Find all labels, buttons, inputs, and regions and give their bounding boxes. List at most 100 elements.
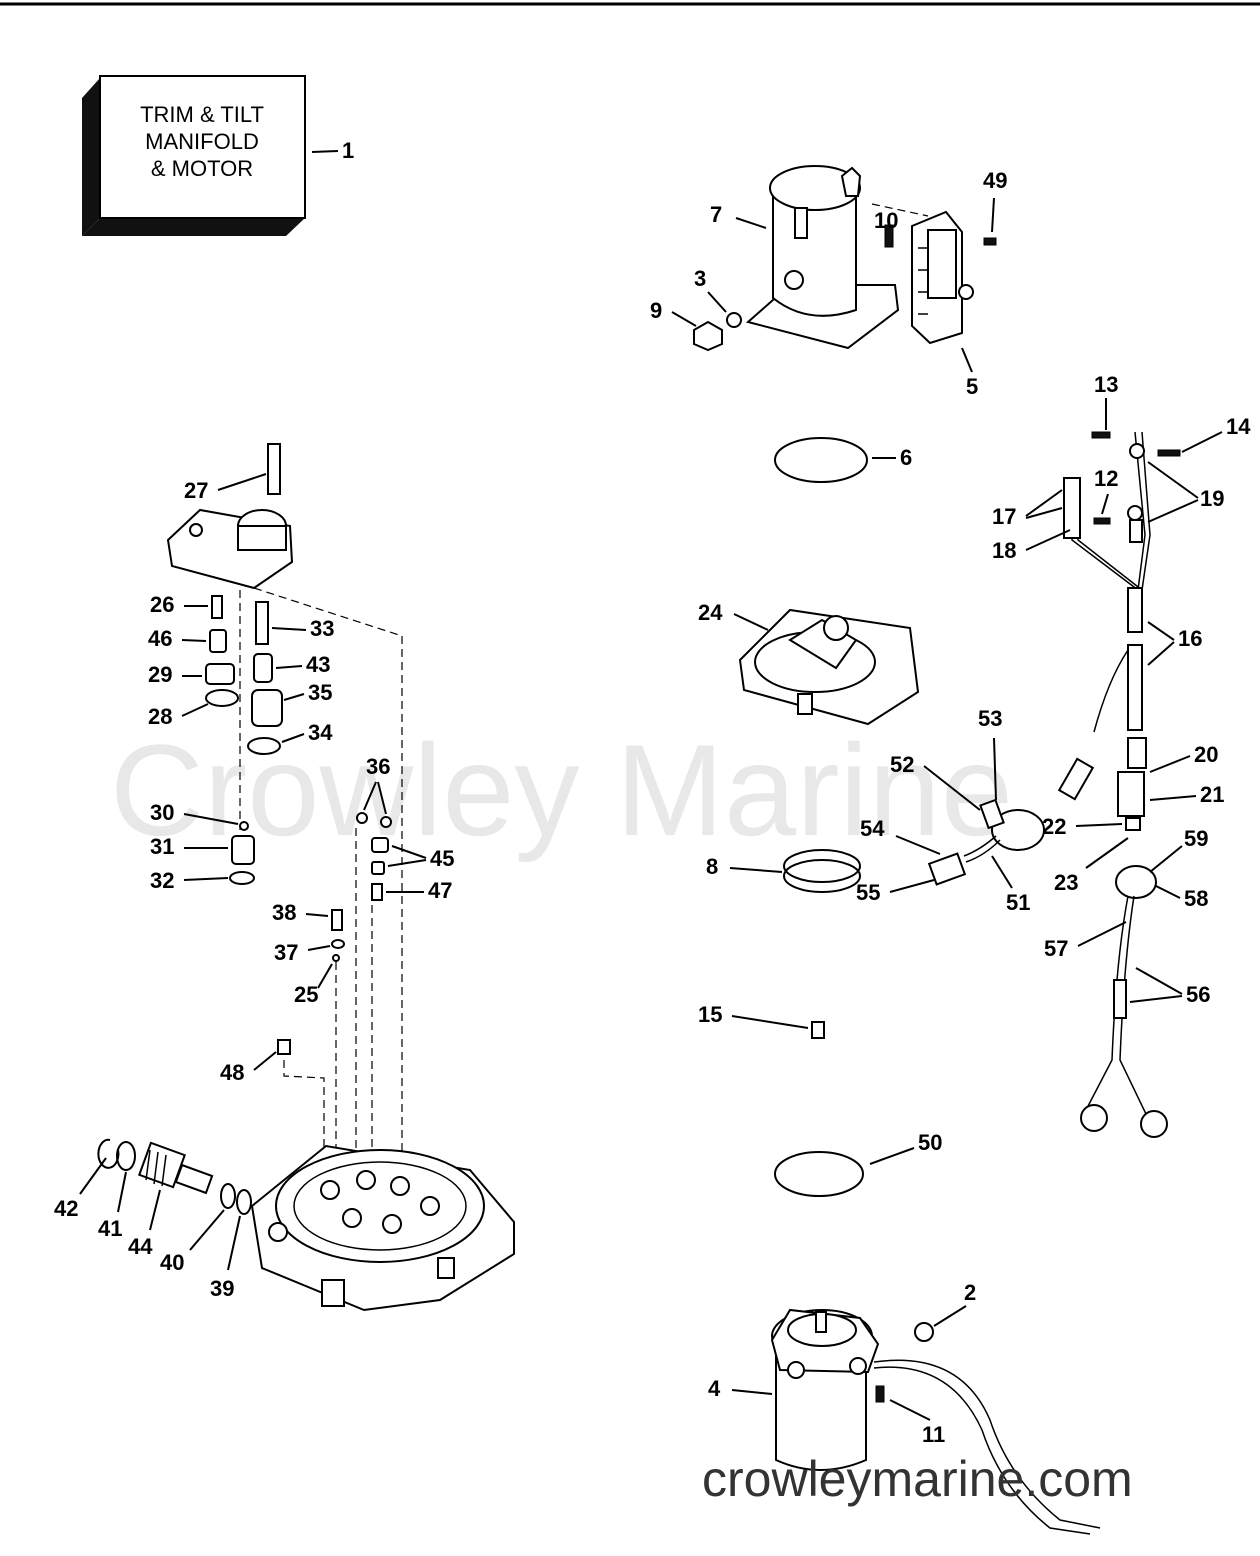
callout-20: 20 [1194, 742, 1218, 767]
kit-label-box: TRIM & TILT MANIFOLD & MOTOR [82, 75, 306, 236]
screw-13 [1091, 431, 1111, 439]
manifold-cover [166, 508, 294, 590]
callout-12: 12 [1094, 466, 1118, 491]
callout-49: 49 [983, 168, 1007, 193]
electric-motor [770, 1308, 1101, 1535]
screw-14 [1157, 449, 1181, 457]
callout-48: 48 [220, 1060, 244, 1085]
callout-40: 40 [160, 1250, 184, 1275]
callout-2: 2 [964, 1280, 976, 1305]
hose-clamp [783, 849, 861, 893]
kit-label-line-2: MANIFOLD [145, 129, 259, 154]
pin-15 [811, 1021, 825, 1039]
callout-17: 17 [992, 504, 1016, 529]
callout-35: 35 [308, 680, 332, 705]
motor-cover [745, 165, 900, 350]
o-ring-32 [229, 871, 255, 885]
callout-54: 54 [860, 816, 885, 841]
callout-6: 6 [900, 445, 912, 470]
callout-55: 55 [856, 880, 880, 905]
fitting-44 [137, 1141, 214, 1195]
callout-21: 21 [1200, 782, 1224, 807]
wire-harness [1057, 431, 1151, 831]
ball-36b [380, 816, 392, 828]
nut [693, 320, 723, 352]
spring-47 [371, 883, 383, 901]
callout-45: 45 [430, 846, 454, 871]
callout-32: 32 [150, 868, 174, 893]
seat-45a [371, 837, 389, 853]
callout-33: 33 [310, 616, 334, 641]
terminal-block [911, 210, 974, 345]
ball-25 [332, 954, 340, 962]
piston-43 [253, 653, 273, 683]
callout-28: 28 [148, 704, 172, 729]
callout-3: 3 [694, 266, 706, 291]
callout-11: 11 [922, 1422, 945, 1447]
o-ring-6 [774, 437, 868, 483]
plug-31 [231, 835, 255, 865]
callout-10: 10 [874, 208, 898, 233]
o-ring-39 [236, 1189, 252, 1215]
o-ring-37 [331, 939, 345, 949]
ball-36a [356, 812, 368, 824]
trim-sender [927, 798, 1045, 886]
callout-57: 57 [1044, 936, 1068, 961]
screw-12 [1093, 517, 1111, 525]
pump-assembly [738, 608, 920, 726]
bolt-27 [267, 443, 281, 495]
switch-harness [1080, 865, 1168, 1138]
spring-33 [255, 601, 269, 645]
callout-58: 58 [1184, 886, 1208, 911]
callout-59: 59 [1184, 826, 1208, 851]
callout-27: 27 [184, 478, 208, 503]
callout-13: 13 [1094, 372, 1118, 397]
disc-50 [774, 1151, 864, 1197]
callout-23: 23 [1054, 870, 1078, 895]
callout-18: 18 [992, 538, 1016, 563]
callout-52: 52 [890, 752, 914, 777]
callout-38: 38 [272, 900, 296, 925]
o-ring-28 [205, 689, 239, 707]
callout-47: 47 [428, 878, 452, 903]
callout-22: 22 [1042, 814, 1066, 839]
screw-11 [875, 1385, 885, 1403]
callout-26: 26 [150, 592, 174, 617]
callout-36: 36 [366, 754, 390, 779]
callout-51: 51 [1006, 890, 1030, 915]
plug-29 [205, 663, 235, 685]
kit-label-line-1: TRIM & TILT [140, 102, 264, 127]
screw-49 [983, 237, 997, 246]
callout-1: 1 [342, 138, 354, 163]
manifold-base [250, 1144, 515, 1312]
callout-16: 16 [1178, 626, 1202, 651]
o-ring-34 [247, 737, 281, 755]
site-url: crowleymarine.com [702, 1451, 1133, 1507]
callout-43: 43 [306, 652, 330, 677]
spring-26 [211, 595, 223, 619]
clip-2 [914, 1322, 934, 1342]
callout-50: 50 [918, 1130, 942, 1155]
callout-30: 30 [150, 800, 174, 825]
callout-19: 19 [1200, 486, 1224, 511]
o-ring-40 [220, 1183, 236, 1209]
seat-45b [371, 861, 385, 875]
screw-48 [277, 1039, 291, 1055]
callout-53: 53 [978, 706, 1002, 731]
callout-14: 14 [1226, 414, 1251, 439]
callout-25: 25 [294, 982, 318, 1007]
callout-29: 29 [148, 662, 172, 687]
callout-42: 42 [54, 1196, 78, 1221]
callout-39: 39 [210, 1276, 234, 1301]
callout-56: 56 [1186, 982, 1210, 1007]
callout-31: 31 [150, 834, 174, 859]
ball-30 [239, 821, 249, 831]
callout-9: 9 [650, 298, 662, 323]
callout-44: 44 [128, 1234, 153, 1259]
callout-7: 7 [710, 202, 722, 227]
callout-4: 4 [708, 1376, 721, 1401]
washer [726, 312, 742, 328]
callout-41: 41 [98, 1216, 122, 1241]
